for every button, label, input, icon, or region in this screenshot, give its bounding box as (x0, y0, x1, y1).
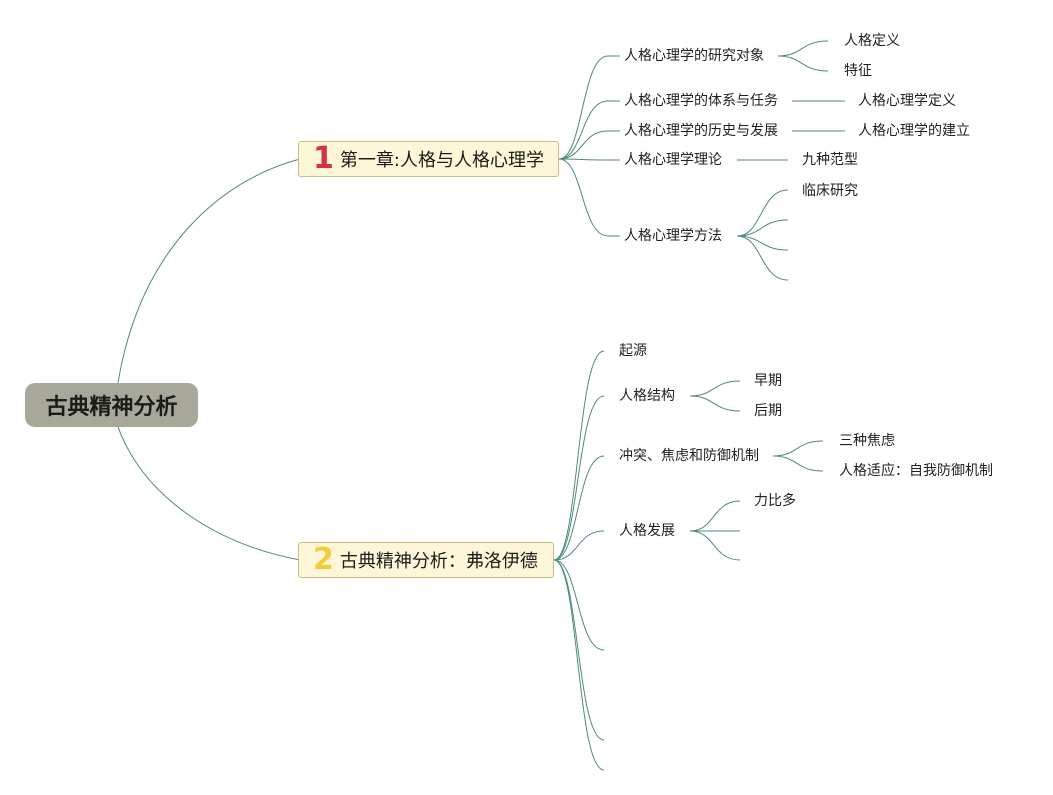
connector-c1-t4-c3 (736, 235, 789, 281)
chapter-2-node[interactable]: 2 古典精神分析：弗洛伊德 (298, 542, 554, 578)
connector-c2-t3-c0 (689, 500, 741, 532)
connector-c1-t4 (558, 158, 609, 237)
subtopic-clinical-research[interactable]: 临床研究 (802, 183, 858, 199)
connector-c2-t2-c1 (772, 455, 824, 472)
subtopic-libido[interactable]: 力比多 (754, 493, 796, 509)
connector-root-chapter-2 (117, 426, 301, 561)
chapter-2-label: 古典精神分析：弗洛伊德 (339, 551, 538, 572)
chapter-2-number: 2 (313, 542, 334, 577)
topic-conflict-anxiety-defense[interactable]: 冲突、焦虑和防御机制 (619, 448, 759, 464)
subtopic-traits[interactable]: 特征 (844, 63, 872, 79)
connector-c2-t1 (553, 395, 605, 561)
topic-history[interactable]: 人格心理学的历史与发展 (624, 123, 778, 139)
root-node[interactable]: 古典精神分析 (25, 383, 198, 427)
topic-personality-development[interactable]: 人格发展 (619, 523, 675, 539)
connector-c1-t4-c2 (736, 235, 789, 251)
connector-c2-t1-c1 (689, 395, 741, 412)
connector-c1-t0-c0 (777, 40, 829, 57)
connector-c1-t0-c1 (777, 55, 829, 72)
topic-theory[interactable]: 人格心理学理论 (624, 152, 722, 168)
connector-c2-t2-c0 (772, 440, 824, 457)
topic-origin[interactable]: 起源 (619, 343, 647, 359)
subtopic-nine-paradigms[interactable]: 九种范型 (802, 152, 858, 168)
connector-c2-t3-c2 (689, 530, 741, 561)
connector-c2-t6 (553, 559, 605, 771)
topic-personality-structure[interactable]: 人格结构 (619, 388, 675, 404)
topic-research-object[interactable]: 人格心理学的研究对象 (624, 48, 764, 64)
connector-c2-t0 (553, 350, 605, 561)
connector-c2-t4 (553, 559, 605, 651)
chapter-1-label: 第一章:人格与人格心理学 (339, 150, 544, 171)
connector-c1-t3 (558, 158, 609, 161)
topic-methods[interactable]: 人格心理学方法 (624, 228, 722, 244)
connector-c1-t4-c0 (736, 189, 789, 237)
chapter-1-number: 1 (313, 141, 334, 176)
connector-c1-t2 (558, 130, 609, 160)
subtopic-late[interactable]: 后期 (754, 403, 782, 419)
subtopic-establishment[interactable]: 人格心理学的建立 (858, 123, 970, 139)
subtopic-three-anxieties[interactable]: 三种焦虑 (839, 433, 895, 449)
connector-c2-t5 (553, 559, 605, 741)
connector-c1-t1 (558, 100, 609, 160)
root-label: 古典精神分析 (45, 395, 178, 420)
subtopic-psychology-definition[interactable]: 人格心理学定义 (858, 93, 956, 109)
connector-c2-t2 (553, 455, 605, 561)
subtopic-ego-defense[interactable]: 人格适应：自我防御机制 (839, 463, 993, 479)
chapter-1-node[interactable]: 1 第一章:人格与人格心理学 (298, 141, 559, 177)
connector-root-chapter-1 (117, 158, 301, 384)
connector-c1-t0 (558, 55, 609, 160)
connector-c1-t4-c1 (736, 219, 789, 237)
subtopic-personality-definition[interactable]: 人格定义 (844, 33, 900, 49)
topic-system-tasks[interactable]: 人格心理学的体系与任务 (624, 93, 778, 109)
connector-c2-t1-c0 (689, 380, 741, 397)
connector-c2-t3 (553, 530, 605, 561)
subtopic-early[interactable]: 早期 (754, 373, 782, 389)
